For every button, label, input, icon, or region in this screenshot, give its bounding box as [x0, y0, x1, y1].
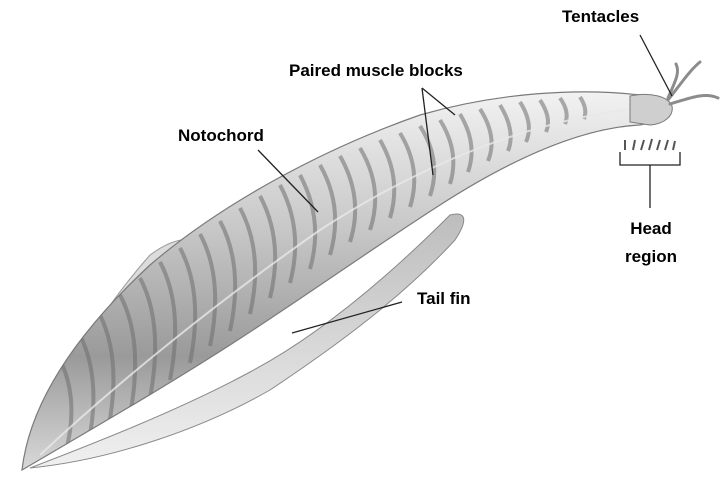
tentacles-leader: [640, 35, 672, 96]
head-region-label-line2: region: [606, 246, 696, 267]
head-region-bracket: [620, 152, 680, 165]
tentacles-shape: [668, 62, 718, 104]
tentacles-label: Tentacles: [562, 6, 639, 27]
notochord-label: Notochord: [178, 125, 264, 146]
paired-muscle-blocks-label: Paired muscle blocks: [289, 60, 463, 81]
tail-fin-label: Tail fin: [417, 288, 471, 309]
oral-cirri-shape: [625, 139, 675, 150]
head-shape: [630, 94, 672, 125]
head-region-label-line1: Head: [606, 218, 696, 239]
body-shape: [22, 92, 662, 470]
